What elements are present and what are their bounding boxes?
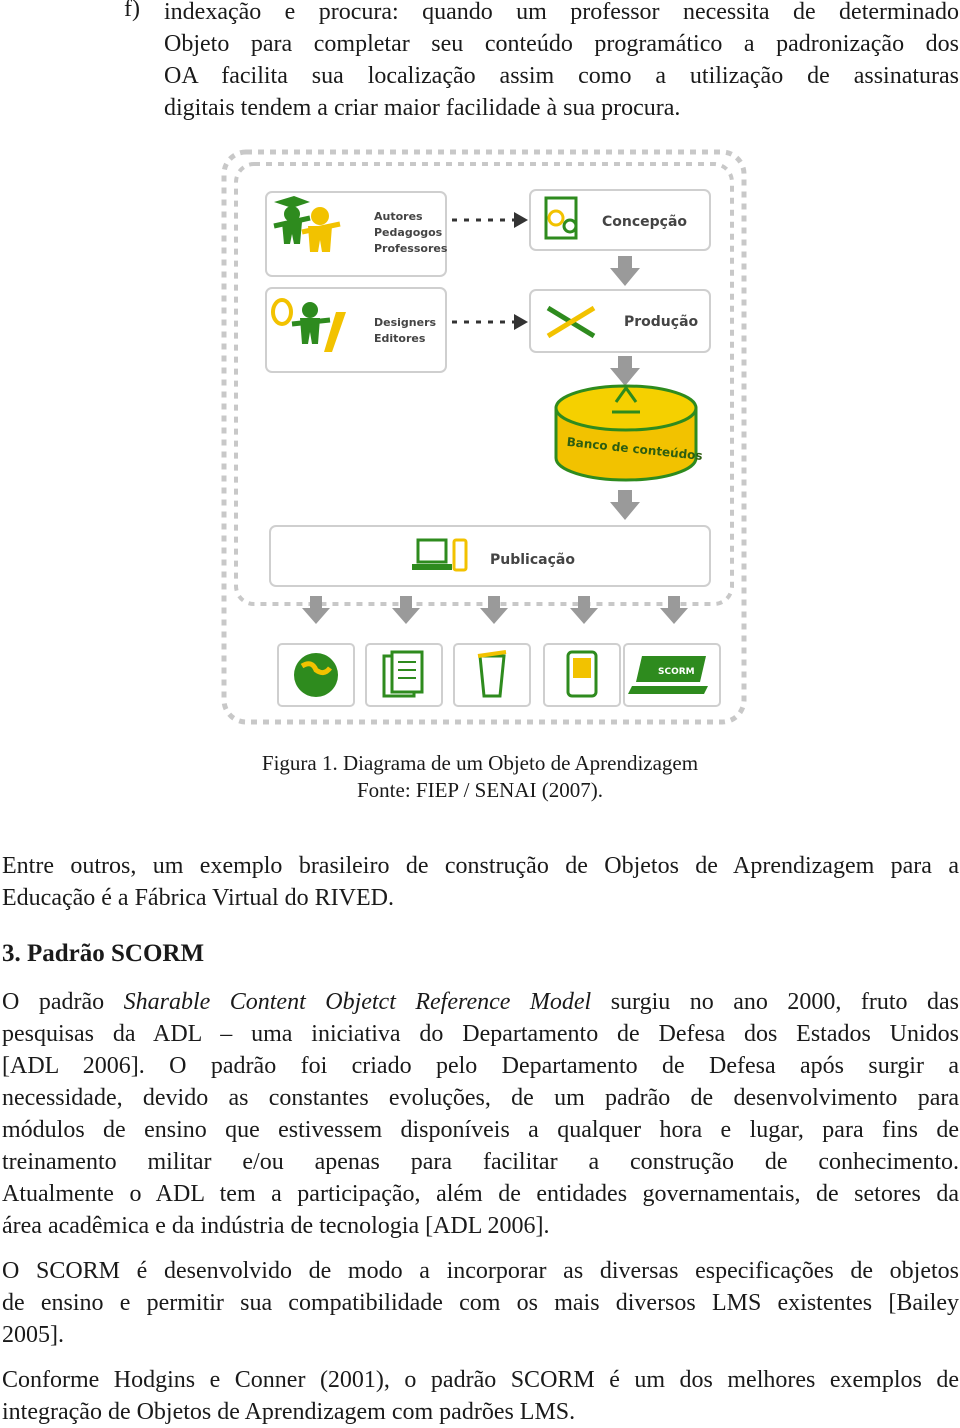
dashed-arrow <box>452 314 528 330</box>
down-arrow <box>610 490 640 520</box>
down-arrow <box>610 256 640 286</box>
output-arrows <box>302 596 688 624</box>
scorm-label: SCORM <box>658 667 695 677</box>
publication-box: Publicação <box>269 525 711 587</box>
role-label: Editores <box>374 332 426 345</box>
output-scorm: SCORM <box>623 643 721 707</box>
production-box: Produção <box>529 289 711 353</box>
text-line: Atualmente o ADL tem a participação, alé… <box>2 1181 959 1207</box>
text-line: integração de Objetos de Aprendizagem co… <box>2 1399 576 1425</box>
figure-source: Fonte: FIEP / SENAI (2007). <box>357 778 603 802</box>
content-bank-database: Banco de conteúdos <box>554 384 703 482</box>
role-label: Professores <box>374 242 448 255</box>
output-handheld <box>543 643 621 707</box>
recycle-icon <box>612 385 640 414</box>
text-line: Objeto para completar seu conteúdo progr… <box>164 31 959 57</box>
text-line: pesquisas da ADL – uma iniciativa do Dep… <box>2 1021 959 1047</box>
authors-figures-icon <box>273 196 341 252</box>
text-line: necessidade, devido as constantes evoluç… <box>2 1085 959 1111</box>
text-line: área acadêmica e da indústria de tecnolo… <box>2 1213 550 1239</box>
text-line: O padrão Sharable Content Objetct Refere… <box>2 989 959 1015</box>
tools-icon <box>546 305 596 339</box>
figure-caption: Figura 1. Diagrama de um Objeto de Apren… <box>261 751 699 775</box>
trash-icon <box>478 654 506 698</box>
paragraph-hodgins: Conforme Hodgins e Conner (2001), o padr… <box>2 1364 959 1428</box>
output-bin <box>453 643 531 707</box>
text-line: OA facilita sua localização assim como a… <box>164 63 959 89</box>
authors-box: Autores Pedagogos Professores <box>265 191 448 277</box>
outer-dashed-frame <box>221 149 747 725</box>
text-line: módulos de ensino que estivessem disponí… <box>2 1117 959 1143</box>
text-line: Entre outros, um exemplo brasileiro de c… <box>2 853 959 879</box>
step-label: Produção <box>624 314 699 330</box>
paragraph-scorm: O padrão Sharable Content Objetct Refere… <box>2 986 959 1242</box>
text-line: digitais tendem a criar maior facilidade… <box>164 95 681 121</box>
designers-figures-icon <box>271 298 346 352</box>
list-marker: f) <box>124 0 140 22</box>
scorm-laptop-icon: SCORM <box>628 656 708 694</box>
dashed-arrow <box>452 212 528 228</box>
paragraph-rived: Entre outros, um exemplo brasileiro de c… <box>2 850 959 914</box>
devices-icon <box>412 538 468 572</box>
handheld-icon <box>566 650 598 698</box>
documents-icon <box>382 650 424 698</box>
section-heading: 3. Padrão SCORM <box>2 940 205 967</box>
designers-box: Designers Editores <box>265 287 447 373</box>
down-arrow <box>610 356 640 386</box>
text-line: O SCORM é desenvolvido de modo a incorpo… <box>2 1258 959 1284</box>
conception-box: Concepção <box>529 189 711 251</box>
list-item-text: indexação e procura: quando um professor… <box>164 0 959 124</box>
publication-label: Publicação <box>490 552 575 568</box>
text-line: indexação e procura: quando um professor… <box>164 0 959 25</box>
learning-object-diagram: Autores Pedagogos Professores Designers … <box>221 149 747 725</box>
output-globe <box>277 643 355 707</box>
text-line: Conforme Hodgins e Conner (2001), o padr… <box>2 1367 959 1393</box>
role-label: Autores <box>374 210 423 223</box>
text-line: treinamento militar e/ou apenas para fac… <box>2 1149 959 1175</box>
output-documents <box>365 643 443 707</box>
text-line: 2005]. <box>2 1322 64 1348</box>
step-label: Concepção <box>602 214 687 230</box>
text-line: de ensino e permitir sua compatibilidade… <box>2 1290 959 1316</box>
role-label: Pedagogos <box>374 226 443 239</box>
gears-icon <box>544 196 578 240</box>
inner-dashed-frame <box>234 162 734 606</box>
text-line: [ADL 2006]. O padrão foi criado pelo Dep… <box>2 1053 959 1079</box>
paragraph-lms: O SCORM é desenvolvido de modo a incorpo… <box>2 1255 959 1351</box>
text-line: Educação é a Fábrica Virtual do RIVED. <box>2 885 394 911</box>
role-label: Designers <box>374 316 436 329</box>
globe-icon <box>294 653 338 697</box>
